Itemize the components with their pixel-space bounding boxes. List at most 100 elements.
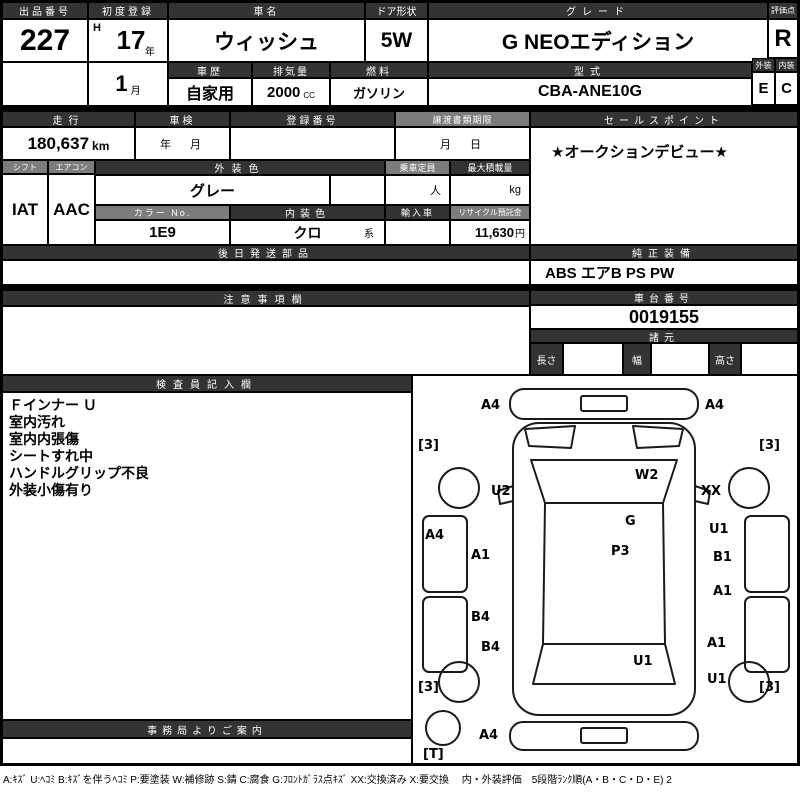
model-code-value: CBA-ANE10G <box>428 78 752 106</box>
recycle-deposit-value: 11,630 円 <box>450 220 530 245</box>
mileage-value: 180,637 km <box>2 127 135 160</box>
damage-marker: A1 <box>713 584 733 599</box>
right-mirror <box>694 485 711 505</box>
exterior-color-header: 外装色 <box>95 160 385 175</box>
era-letter: H <box>93 22 101 34</box>
exterior-grade-header: 外装 <box>752 58 775 72</box>
damage-marker: B4 <box>471 610 490 625</box>
rear-plate <box>580 727 628 744</box>
right-front-panel <box>744 515 790 593</box>
capacity-value: 人 <box>385 175 450 205</box>
color-number-value: 1E9 <box>95 220 230 245</box>
capacity-header: 乗車定員 <box>385 160 450 175</box>
legend-text: A:ｷｽﾞ U:ﾍｺﾐ B:ｷｽﾞを伴うﾍｺﾐ P:要塗装 W:補修跡 S:錆 … <box>3 775 672 786</box>
damage-marker: U1 <box>707 672 727 687</box>
recycle-deposit-unit: 円 <box>515 229 525 240</box>
length-label: 長さ <box>530 343 563 375</box>
damage-marker: A1 <box>707 636 727 651</box>
displacement-number: 2000 <box>267 83 301 101</box>
exterior-color-value: グレー <box>95 175 330 205</box>
damage-marker: B1 <box>713 550 732 565</box>
recycle-deposit-header: リサイクル預託金 <box>450 205 530 220</box>
spare-tire <box>425 710 461 746</box>
left-front-panel <box>422 515 468 593</box>
interior-color-suffix: 系 <box>364 229 374 240</box>
lot-number-header: 出品番号 <box>2 2 88 19</box>
first-reg-year-unit: 年 <box>145 47 155 58</box>
displacement-value: 2000 CC <box>252 78 330 106</box>
inspector-note-line: ハンドルグリップ不良 <box>9 465 149 481</box>
inspector-note-line: シートすれ中 <box>9 448 93 464</box>
front-bumper <box>509 388 699 420</box>
import-car-value <box>385 220 450 245</box>
score-value: R <box>768 19 798 58</box>
damage-marker: [3] <box>418 680 439 695</box>
damage-marker: [3] <box>759 438 780 453</box>
car-name-value: ウィッシュ <box>168 19 365 62</box>
inspector-header: 検査員記入欄 <box>2 375 412 392</box>
rear-bumper <box>509 721 699 751</box>
history-value: 自家用 <box>168 78 252 106</box>
rear-left-wheel <box>438 661 480 703</box>
door-shape-value: 5W <box>365 19 428 62</box>
grade-value: G NEOエディション <box>428 19 768 62</box>
auction-sheet-border <box>0 0 800 766</box>
left-mirror <box>497 485 514 505</box>
inspector-note-line: Ｆインナー Ｕ <box>9 397 97 413</box>
first-registration-header: 初度登録 <box>88 2 168 19</box>
car-body <box>512 422 696 716</box>
first-registration-month-cell: 1 月 <box>88 62 168 106</box>
specs-header: 諸元 <box>530 329 798 343</box>
interior-color-header: 内装色 <box>230 205 385 220</box>
damage-marker: A4 <box>425 528 445 543</box>
length-value <box>563 343 623 375</box>
width-value <box>651 343 709 375</box>
first-reg-month: 1 <box>115 71 128 96</box>
model-code-header: 型式 <box>428 62 752 78</box>
door-shape-header: ドア形状 <box>365 2 428 19</box>
lot-number-empty-cell <box>2 62 88 106</box>
damage-marker: [3] <box>418 438 439 453</box>
car-name-header: 車名 <box>168 2 365 19</box>
damage-marker: A1 <box>471 548 491 563</box>
damage-marker: U2 <box>491 484 511 499</box>
inspection-value: 年 月 <box>135 127 230 160</box>
score-header: 評価点 <box>768 2 798 19</box>
rear-right-wheel <box>728 661 770 703</box>
max-load-header: 最大積載量 <box>450 160 530 175</box>
transfer-deadline-value: 月 日 <box>395 127 530 160</box>
later-parts-header: 後日発送部品 <box>2 245 530 260</box>
max-load-value: kg <box>450 175 530 205</box>
height-label: 高さ <box>709 343 741 375</box>
recycle-deposit-number: 11,630 <box>474 225 514 240</box>
interior-grade-value: C <box>775 72 798 105</box>
damage-marker: A4 <box>481 398 501 413</box>
right-rear-panel <box>744 596 790 673</box>
transfer-deadline-header: 譲渡書類期限 <box>395 111 530 127</box>
damage-marker: U1 <box>709 522 729 537</box>
fuel-value: ガソリン <box>330 78 428 106</box>
registration-number-value <box>230 127 395 160</box>
damage-marker: XX <box>701 484 722 499</box>
later-parts-value <box>2 260 530 285</box>
interior-color-value: クロ 系 <box>230 220 385 245</box>
damage-marker: P3 <box>611 544 630 559</box>
front-left-wheel <box>438 467 480 509</box>
height-value <box>741 343 798 375</box>
aircon-value: AAC <box>48 174 95 245</box>
right-headlight <box>632 425 684 449</box>
grade-header: グレード <box>428 2 768 19</box>
inspector-note-line: 室内内張傷 <box>9 431 79 447</box>
left-rear-panel <box>422 596 468 673</box>
inspector-note-line: 室内汚れ <box>9 414 65 430</box>
equipment-header: 純正装備 <box>530 245 798 260</box>
front-plate <box>580 395 628 412</box>
first-reg-month-unit: 月 <box>130 85 141 97</box>
inspection-header: 車検 <box>135 111 230 127</box>
first-reg-year: 17 <box>116 25 146 55</box>
inspector-notes: Ｆインナー Ｕ 室内汚れ 室内内張傷 シートすれ中 ハンドルグリップ不良 外装小… <box>2 392 412 720</box>
fuel-header: 燃料 <box>330 62 428 78</box>
shift-value: IAT <box>2 174 48 245</box>
damage-marker: U1 <box>633 654 653 669</box>
